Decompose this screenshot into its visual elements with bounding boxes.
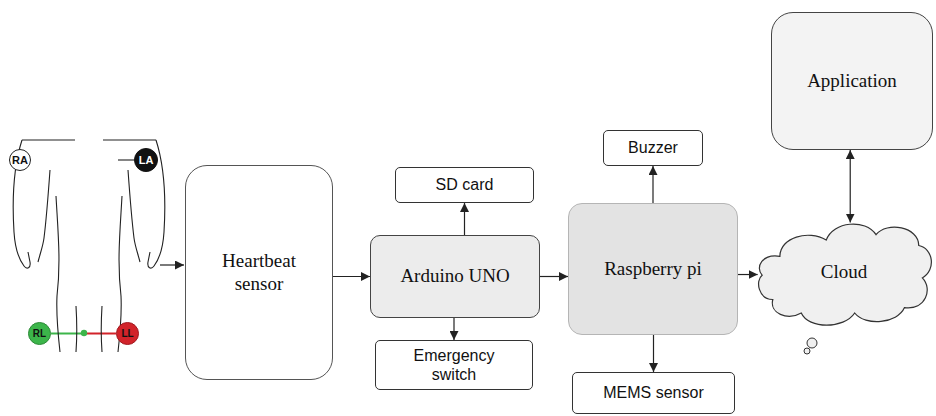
flow-arrow (738, 274, 758, 275)
junction-dot (81, 330, 87, 336)
electrode-marker: RL (28, 322, 51, 345)
node-label: Buzzer (628, 138, 678, 157)
cloud-bubble (804, 348, 810, 354)
cloud-shape: Cloud (755, 205, 933, 340)
electrode-label: LA (139, 155, 154, 166)
application-box: Application (771, 12, 933, 150)
signal-arrow (160, 264, 184, 265)
flow-arrow (850, 150, 851, 223)
cloud-outline (759, 224, 932, 325)
electrode-label: LL (121, 329, 133, 339)
output-box: Buzzer (603, 130, 703, 166)
processor-box: Raspberry pi (568, 203, 738, 335)
electrode-marker: LL (116, 322, 139, 345)
electrode-label: RA (12, 155, 28, 166)
storage-box: SD card (395, 167, 534, 203)
body-outline-mirror (101, 140, 164, 352)
node-label: Application (807, 70, 897, 93)
node-label: MEMS sensor (603, 383, 703, 402)
leg-inner (75, 306, 77, 352)
torso-side (56, 196, 60, 352)
switch-box: Emergency switch (375, 340, 533, 390)
node-label: Emergency switch (399, 346, 509, 384)
electrode-lead (118, 159, 134, 160)
node-label: Heartbeat sensor (204, 250, 314, 296)
sensor-box: MEMS sensor (572, 372, 735, 414)
controller-box: Arduino UNO (370, 235, 540, 318)
shoulder-line (22, 139, 75, 140)
flow-arrow (652, 166, 653, 203)
arm-inner (38, 170, 50, 262)
flow-arrow (333, 276, 370, 277)
flow-arrow (653, 335, 654, 372)
flow-arrow (540, 276, 568, 277)
flow-arrow (464, 203, 465, 235)
node-label: Cloud (821, 261, 867, 284)
flow-arrow (453, 318, 454, 340)
node-label: Raspberry pi (604, 258, 702, 281)
cloud-bubble (807, 338, 817, 348)
electrode-label: RL (33, 329, 46, 339)
node-label: Arduino UNO (400, 265, 509, 288)
body-outline (13, 140, 76, 352)
node-label: SD card (436, 175, 494, 194)
electrode-marker: RA (9, 149, 31, 171)
sensor-box: Heartbeat sensor (185, 165, 333, 380)
electrode-marker: LA (134, 148, 158, 172)
